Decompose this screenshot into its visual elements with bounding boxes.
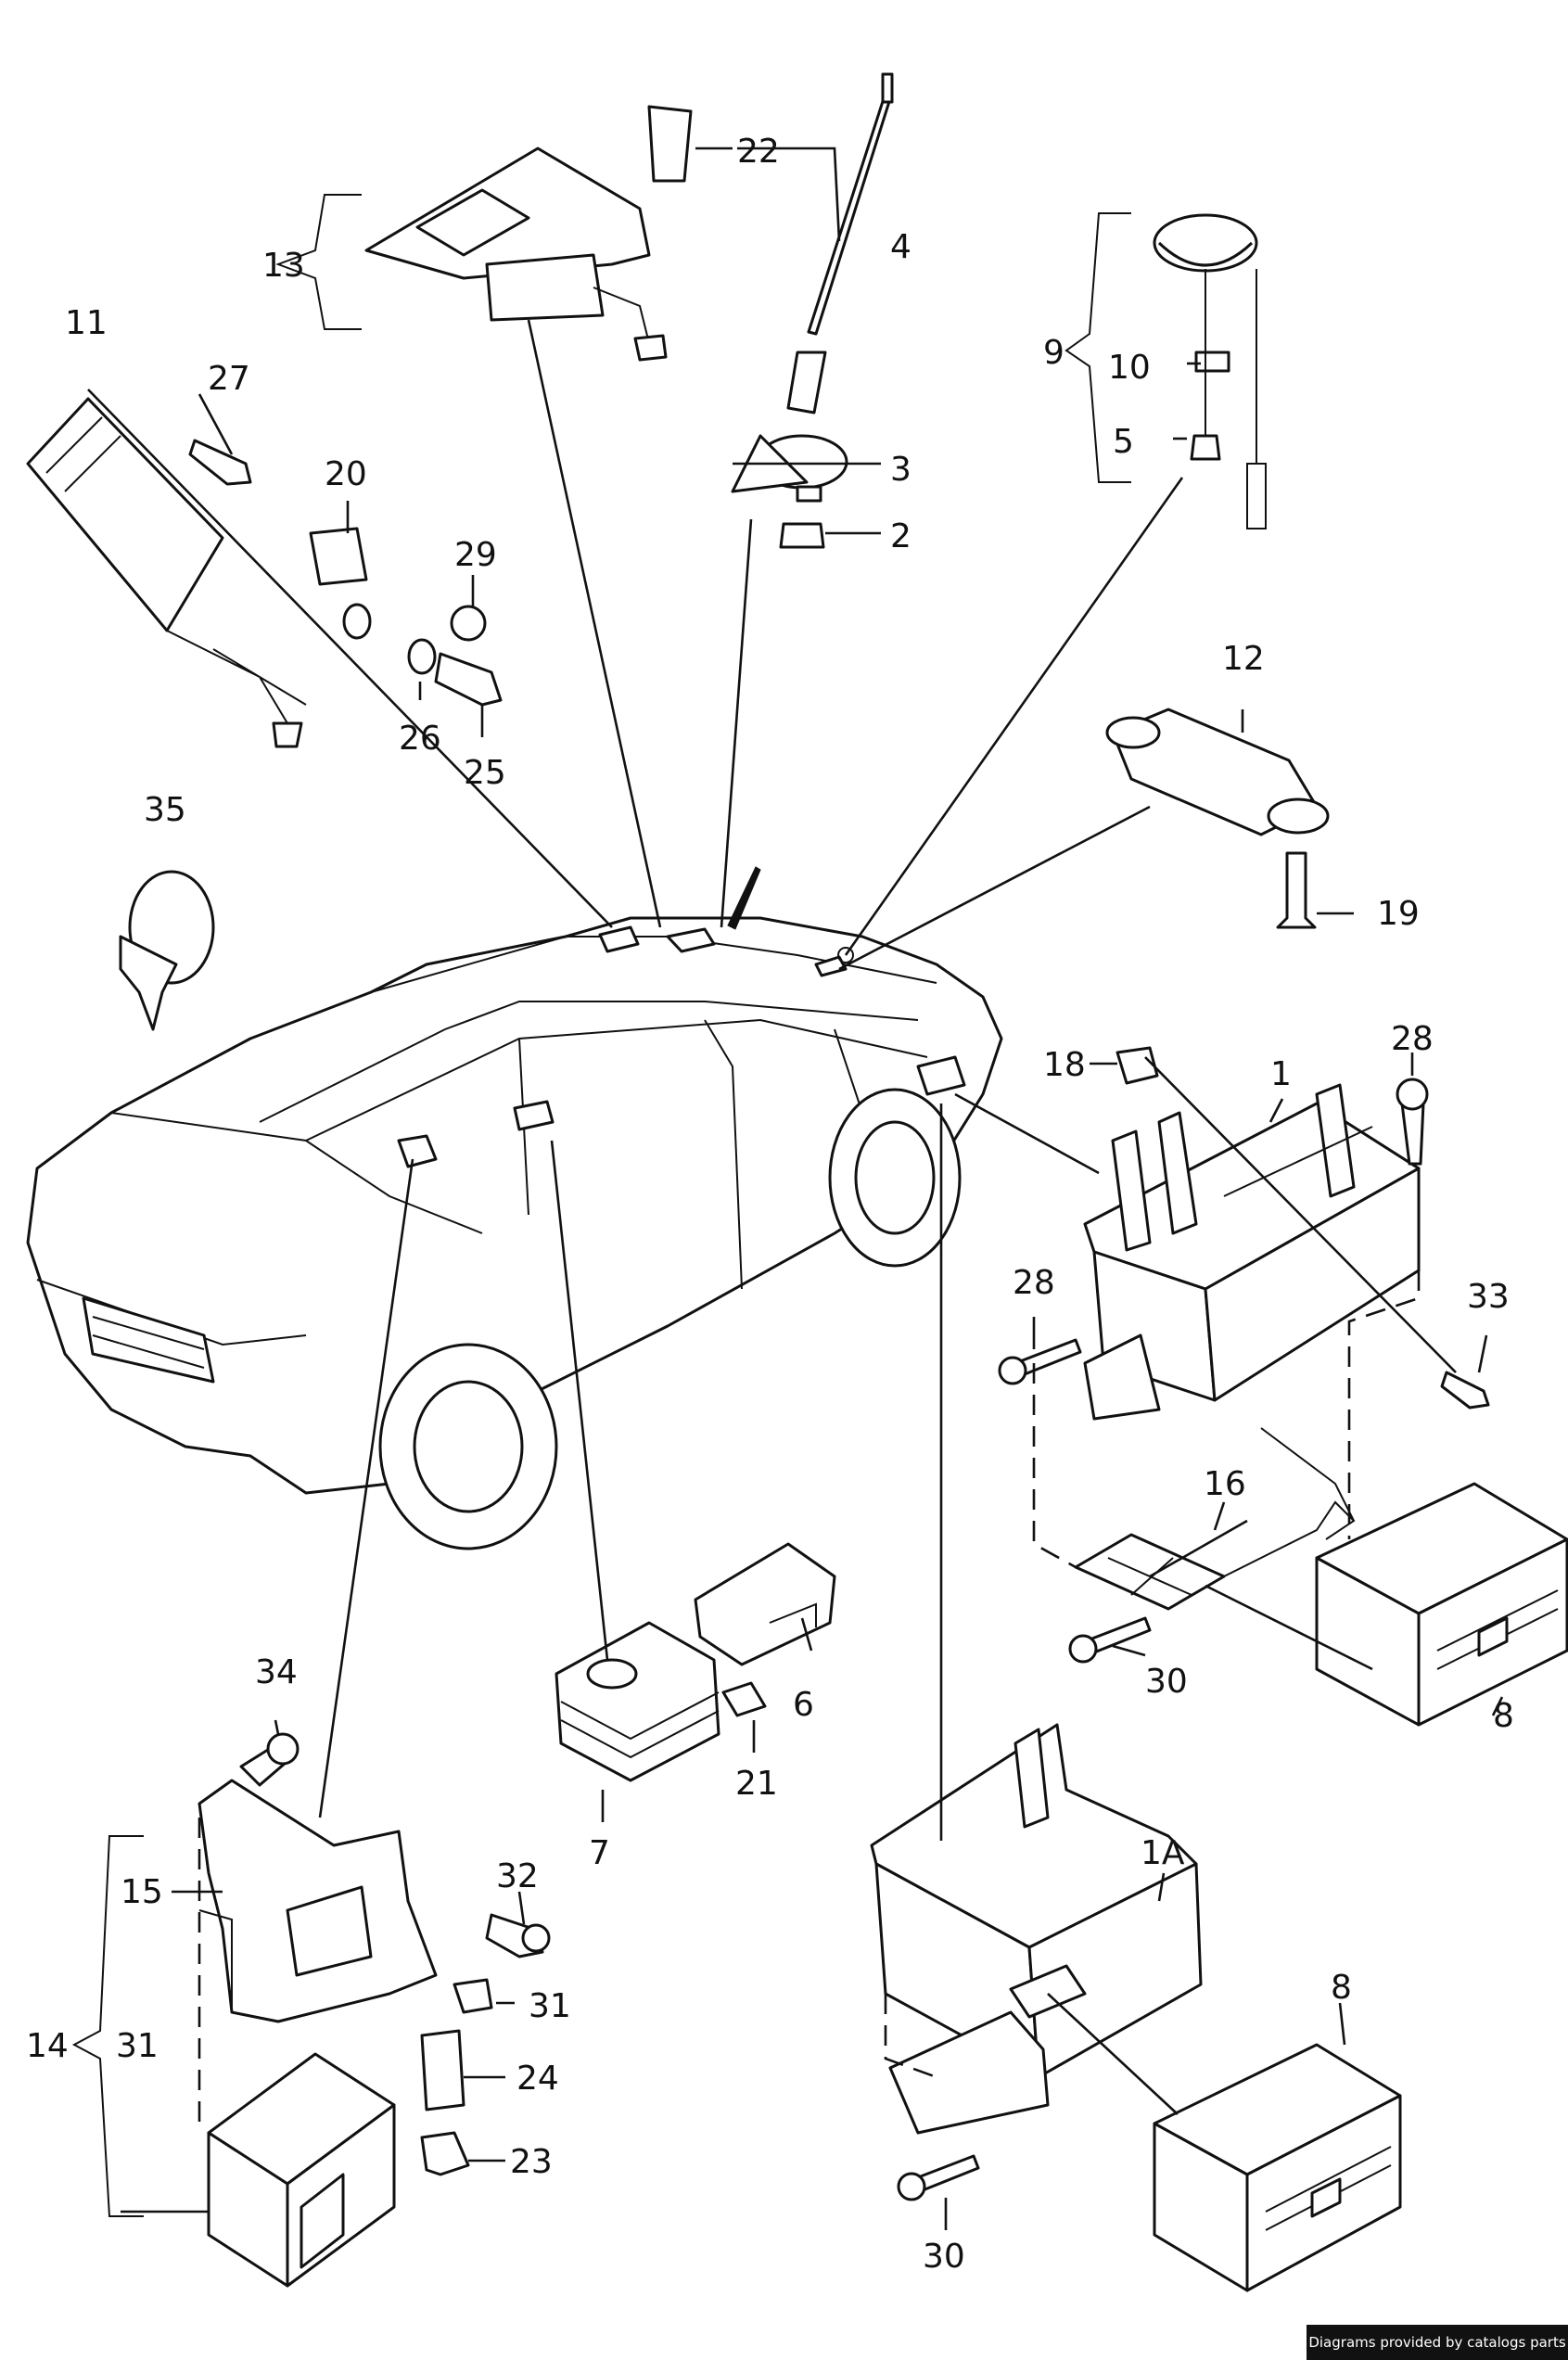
part-27-screw [188, 439, 252, 486]
part-7-relay [555, 1621, 720, 1782]
label-22: 22 [737, 133, 780, 171]
roof-module [364, 147, 668, 362]
part-12-module [1105, 708, 1330, 836]
label-14: 14 [26, 2027, 69, 2065]
part-31-clip [453, 1978, 493, 2014]
label-5: 5 [1113, 423, 1134, 461]
part-35-clamp [119, 870, 215, 1031]
label-35: 35 [144, 791, 186, 829]
label-1A: 1A [1141, 1834, 1185, 1872]
marker-roof-rear [814, 955, 848, 977]
marker-dash [513, 1100, 555, 1131]
roof-antenna [1153, 213, 1267, 529]
part-33-screw [1440, 1371, 1490, 1410]
part-11-trim [26, 397, 307, 748]
part-6-cover [694, 1542, 836, 1666]
marker-wheel [397, 1134, 438, 1168]
label-20: 20 [325, 455, 367, 493]
part-1-bracket [1083, 1083, 1421, 1421]
label-10: 10 [1108, 349, 1151, 387]
label-30-upper: 30 [1145, 1663, 1188, 1701]
label-25: 25 [464, 754, 506, 792]
label-29: 29 [454, 536, 497, 574]
label-6: 6 [793, 1686, 814, 1724]
part-26-washer [407, 638, 437, 675]
label-24: 24 [516, 2060, 559, 2098]
label-13: 13 [262, 247, 305, 285]
part-19-bolt [1276, 851, 1317, 929]
label-4: 4 [890, 228, 911, 266]
label-2: 2 [890, 517, 911, 555]
label-27: 27 [208, 360, 250, 398]
part-8-radio-upper [1315, 1482, 1568, 1727]
part-24-connector [420, 2029, 465, 2111]
marker-antenna [727, 866, 761, 930]
marker-roof-front [598, 925, 640, 953]
label-33: 33 [1467, 1278, 1510, 1316]
part-18-nut [1115, 1046, 1159, 1085]
label-18: 18 [1043, 1046, 1086, 1084]
label-28-lower: 28 [1013, 1264, 1055, 1302]
part-14-unit [207, 2052, 396, 2288]
label-23: 23 [510, 2143, 553, 2181]
label-28-upper: 28 [1391, 1020, 1434, 1058]
label-21: 21 [735, 1765, 778, 1803]
part-22-clip [647, 105, 693, 183]
label-31-left: 31 [116, 2027, 159, 2065]
part-28-screw-upper [1400, 1102, 1425, 1166]
car-illustration [26, 866, 1003, 1550]
leader-lines [71, 147, 1504, 2230]
marker-trunk [916, 1055, 966, 1096]
label-11: 11 [65, 304, 108, 342]
label-19: 19 [1377, 895, 1420, 933]
part-16-bracket [1074, 1427, 1356, 1611]
label-8-lower: 8 [1331, 1969, 1352, 2007]
part-8-radio-lower [1153, 2043, 1402, 2292]
antenna-nut [779, 522, 825, 549]
part-25-bolt [434, 652, 503, 707]
part-1A-bracket [870, 1723, 1203, 2135]
credit-banner: Diagrams provided by catalogs parts [1307, 2325, 1568, 2360]
label-26: 26 [399, 720, 441, 758]
antenna-mast [786, 72, 894, 415]
label-3: 3 [890, 451, 911, 489]
part-29-nut [450, 605, 487, 642]
label-16: 16 [1204, 1465, 1246, 1503]
label-8-upper: 8 [1493, 1697, 1514, 1735]
label-34: 34 [255, 1653, 298, 1691]
part-15-bracket [198, 1779, 438, 2023]
label-7: 7 [589, 1834, 610, 1872]
antenna-base [731, 434, 848, 503]
label-15: 15 [121, 1873, 163, 1911]
label-30-lower: 30 [923, 2238, 965, 2276]
label-1: 1 [1270, 1055, 1292, 1093]
callout-labels: 22 4 13 11 27 9 10 5 3 2 20 29 26 25 12 … [26, 133, 1514, 2276]
label-12: 12 [1222, 640, 1265, 678]
label-31-right: 31 [529, 1987, 571, 2025]
part-20-clip [309, 527, 368, 586]
part-23-clip [420, 2131, 470, 2176]
label-9: 9 [1043, 334, 1064, 372]
part-21-connector [721, 1681, 767, 1717]
label-32: 32 [496, 1857, 539, 1895]
marker-roof-module [666, 927, 716, 953]
